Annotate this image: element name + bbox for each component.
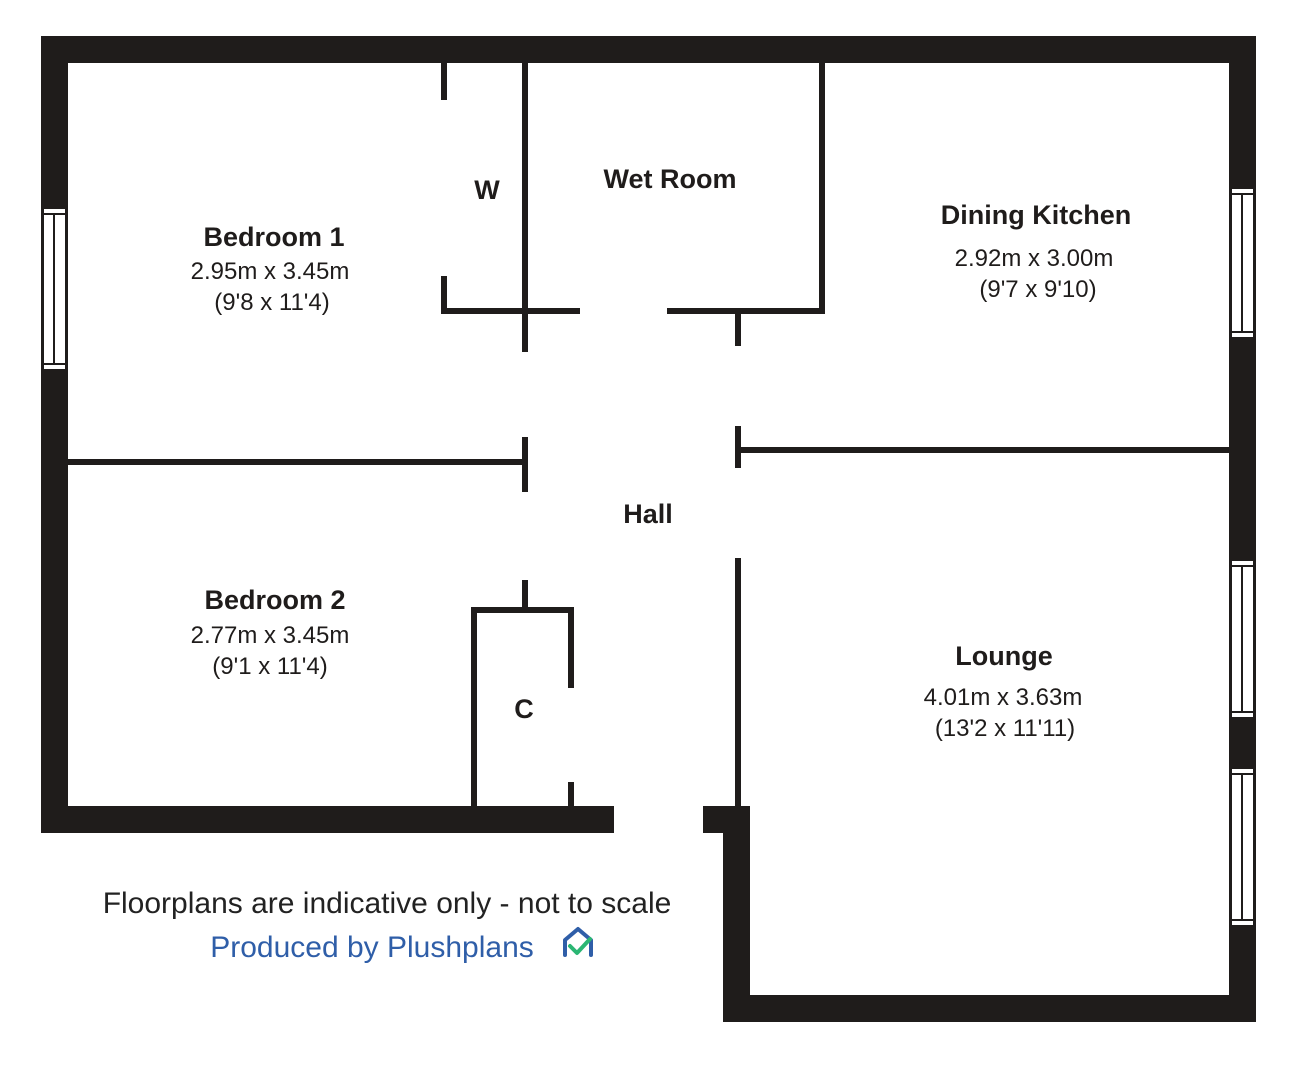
windows xyxy=(42,187,1255,927)
room-lounge: Lounge 4.01m x 3.63m (13'2 x 11'11) xyxy=(924,641,1083,742)
room-name: Hall xyxy=(623,499,673,529)
room-name: Lounge xyxy=(955,641,1052,671)
window-bedroom1 xyxy=(42,207,67,371)
room-dining-kitchen: Dining Kitchen 2.92m x 3.00m (9'7 x 9'10… xyxy=(941,200,1132,303)
credit-text: Produced by Plushplans xyxy=(210,931,534,964)
room-name: W xyxy=(474,175,500,205)
room-name: C xyxy=(514,694,534,724)
room-hall: Hall xyxy=(623,499,673,529)
room-name: Wet Room xyxy=(604,164,737,194)
room-name: Bedroom 2 xyxy=(204,585,345,615)
plushplans-house-check-icon xyxy=(563,927,593,957)
cupboard-walls xyxy=(471,607,574,808)
window-lounge-lower xyxy=(1230,767,1255,927)
room-dimensions-imperial: (9'8 x 11'4) xyxy=(214,289,329,316)
room-name: Bedroom 1 xyxy=(203,222,344,252)
room-name: Dining Kitchen xyxy=(941,200,1132,230)
room-cupboard: C xyxy=(514,694,534,724)
footer: Floorplans are indicative only - not to … xyxy=(103,887,672,964)
room-dimensions-metric: 2.92m x 3.00m xyxy=(955,245,1114,272)
room-wardrobe: W xyxy=(474,175,500,205)
wall-lounge-left xyxy=(723,806,750,1022)
room-bedroom1: Bedroom 1 2.95m x 3.45m (9'8 x 11'4) xyxy=(191,222,350,316)
room-wet-room: Wet Room xyxy=(604,164,737,194)
disclaimer-text: Floorplans are indicative only - not to … xyxy=(103,887,672,920)
room-dimensions-metric: 2.77m x 3.45m xyxy=(191,622,350,649)
room-dimensions-imperial: (13'2 x 11'11) xyxy=(935,715,1075,742)
room-dimensions-imperial: (9'7 x 9'10) xyxy=(979,276,1096,303)
wall-left xyxy=(41,36,68,833)
wall-bottom-left xyxy=(41,806,614,833)
wall-top xyxy=(41,36,1256,63)
room-bedroom2: Bedroom 2 2.77m x 3.45m (9'1 x 11'4) xyxy=(191,585,350,680)
window-dining-kitchen xyxy=(1230,187,1255,339)
room-dimensions-metric: 2.95m x 3.45m xyxy=(191,258,350,285)
room-dimensions-imperial: (9'1 x 11'4) xyxy=(212,653,327,680)
interior-walls xyxy=(66,62,1231,808)
wall-bottom-right xyxy=(723,995,1256,1022)
outer-walls xyxy=(41,36,1256,1022)
room-dimensions-metric: 4.01m x 3.63m xyxy=(924,684,1083,711)
window-lounge-upper xyxy=(1230,559,1255,719)
